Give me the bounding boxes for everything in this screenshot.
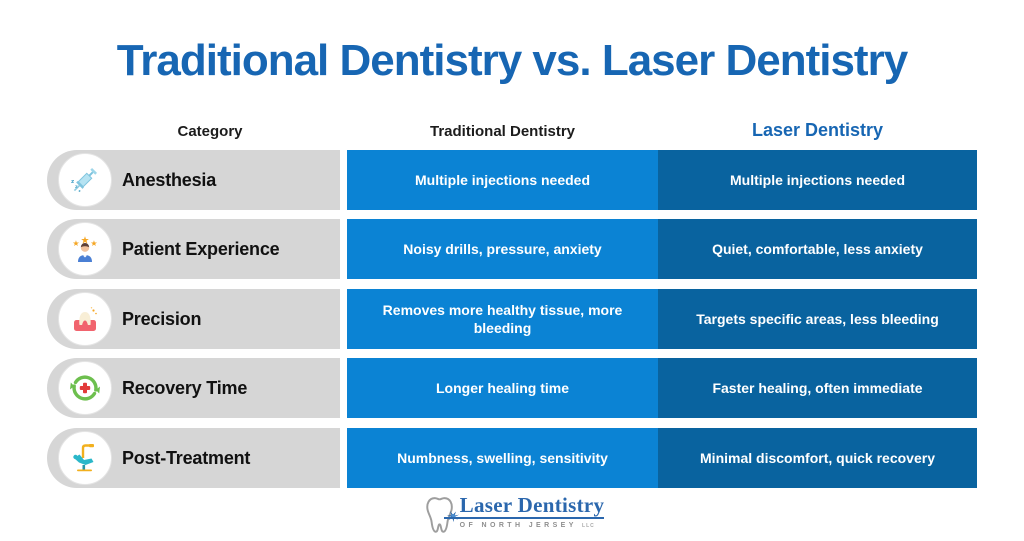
table-row: Precision Removes more healthy tissue, m…: [0, 289, 1024, 349]
dental-chair-icon: [73, 444, 94, 472]
category-label: Patient Experience: [122, 238, 280, 259]
footer-logo: Laser Dentistry OF NORTH JERSEY LLC: [0, 492, 1024, 536]
tooth-gum-icon: [74, 307, 97, 331]
traditional-cell: Numbness, swelling, sensitivity: [347, 428, 658, 488]
patient-stars-icon: ★ ★ ★: [72, 236, 98, 262]
table-row: ★ ★ ★ Patient Experience Noisy drills, p…: [0, 219, 1024, 279]
svg-text:★: ★: [72, 239, 79, 248]
svg-text:z: z: [71, 179, 74, 185]
table-row: Post-Treatment Numbness, swelling, sensi…: [0, 428, 1024, 488]
traditional-cell: Longer healing time: [347, 358, 658, 418]
svg-text:★: ★: [81, 236, 90, 247]
svg-text:z: z: [79, 189, 81, 193]
syringe-icon: z z z: [71, 167, 98, 193]
laser-cell: Multiple injections needed: [658, 150, 977, 210]
laser-cell: Minimal discomfort, quick recovery: [658, 428, 977, 488]
laser-cell: Targets specific areas, less bleeding: [658, 289, 977, 349]
category-label: Precision: [122, 308, 202, 329]
category-icon-circle: z z z: [58, 153, 112, 207]
svg-text:z: z: [75, 185, 78, 190]
recovery-cycle-icon: [70, 375, 100, 401]
logo-subtitle: OF NORTH JERSEY LLC: [459, 522, 595, 530]
category-label: Recovery Time: [122, 377, 248, 398]
logo-llc: LLC: [582, 523, 595, 530]
traditional-cell: Removes more healthy tissue, more bleedi…: [347, 289, 658, 349]
laser-cell: Quiet, comfortable, less anxiety: [658, 219, 977, 279]
category-icon-circle: [58, 431, 112, 485]
column-header-traditional: Traditional Dentistry: [429, 123, 576, 140]
logo-divider-line: [443, 517, 605, 519]
svg-text:★: ★: [90, 239, 97, 248]
category-icon-circle: ★ ★ ★: [58, 222, 112, 276]
column-header-category: Category: [177, 123, 243, 140]
traditional-cell: Multiple injections needed: [347, 150, 658, 210]
page-title: Traditional Dentistry vs. Laser Dentistr…: [116, 36, 908, 85]
traditional-cell: Noisy drills, pressure, anxiety: [347, 219, 658, 279]
table-row: z z z Anesthesia Multiple injections nee…: [0, 150, 1024, 210]
column-header-laser: Laser Dentistry: [751, 120, 884, 140]
category-icon-circle: [58, 292, 112, 346]
category-label: Post-Treatment: [122, 447, 251, 468]
logo-name: Laser Dentistry: [459, 493, 605, 517]
table-row: Recovery Time Longer healing time Faster…: [0, 358, 1024, 418]
category-label: Anesthesia: [122, 169, 217, 190]
laser-cell: Faster healing, often immediate: [658, 358, 977, 418]
tooth-laser-logo-icon: [425, 497, 459, 533]
category-icon-circle: [58, 361, 112, 415]
